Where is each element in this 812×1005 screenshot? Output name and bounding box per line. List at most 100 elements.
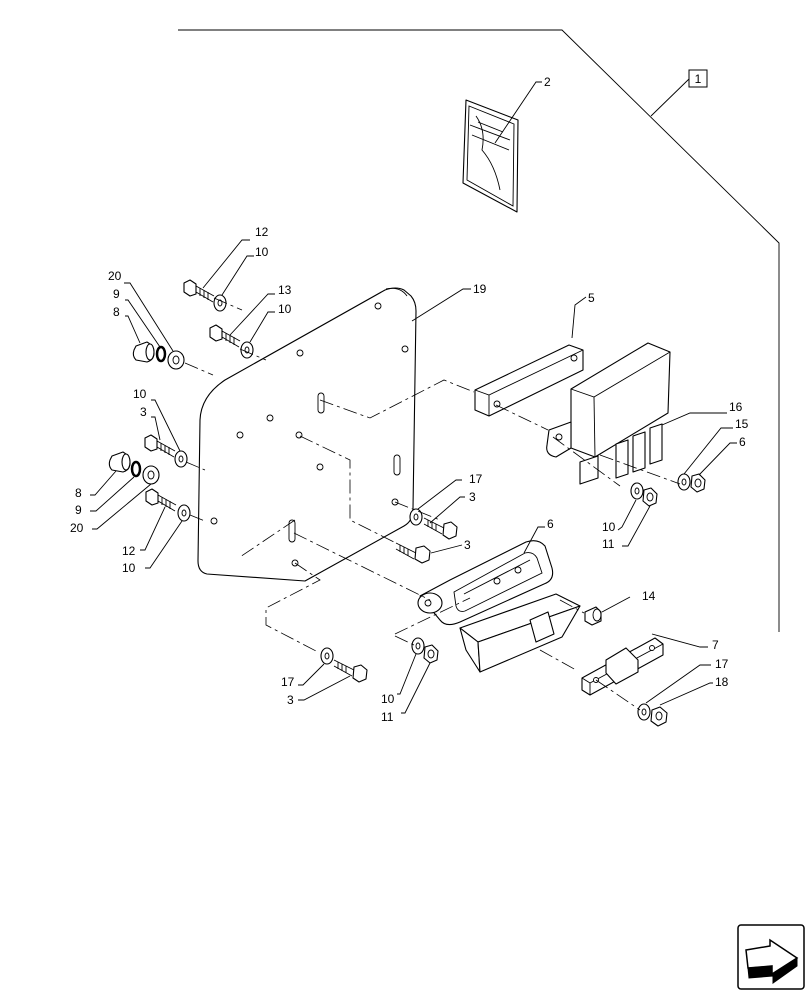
callout-7: 7 [712,638,719,652]
leader-2 [494,81,542,144]
fuse-holder-part [417,540,581,673]
nut-18-right [650,706,668,727]
spacer-20-bottom [142,465,160,485]
o-ring-9-top [155,345,167,363]
callout-10c: 10 [602,520,616,534]
callout-4: 5 [588,291,595,305]
leader-20b [92,483,152,530]
next-page-arrow-icon[interactable] [737,924,805,990]
leader-10t [221,255,254,296]
callout-8b: 8 [75,486,82,500]
assembly-label: 1 [695,72,702,86]
callout-14: 14 [642,589,656,603]
callout-6: 6 [547,517,554,531]
assembly-leader [650,78,690,117]
leader-17b [298,663,325,686]
leader-3c [429,496,465,524]
callout-3c2: 3 [464,538,471,552]
callout-13: 13 [278,283,292,297]
leader-3m [151,416,161,441]
bolt-12-bottom [145,488,177,512]
leader-13 [229,293,275,336]
bolt-3-bottom [333,659,368,683]
callout-2: 2 [544,75,551,89]
bracket-7-part [581,637,664,696]
callout-3m: 3 [140,405,147,419]
washer-16-part [677,473,691,491]
leader-12t [202,239,250,289]
callout-8t: 8 [113,305,120,319]
washer-10-top [213,294,227,312]
leader-6 [523,526,545,554]
washer-10-right [630,482,644,500]
callout-15: 6 [739,435,746,449]
plug-14-part [584,606,602,626]
relay-module-part [546,342,671,485]
nut-11-right [642,487,658,507]
callout-17r: 17 [715,657,729,671]
washer-17-center [409,508,423,526]
callout-10t2: 10 [278,302,292,316]
leader-12b [140,506,166,551]
bolt-3-center [423,517,458,540]
washer-17-right [637,703,651,721]
leader-10bb [397,653,417,695]
callout-11c: 11 [602,537,615,551]
callout-11bb: 11 [381,710,394,724]
washer-10-bottom [177,504,191,522]
leader-10m [151,399,181,452]
leader-7 [651,633,708,648]
leader-3b [298,675,351,701]
leader-8b [90,470,117,496]
callout-10t: 10 [255,245,269,259]
leader-17c [417,479,462,510]
leader-19 [411,288,471,322]
leader-4 [571,296,587,339]
assembly-axes [184,297,681,711]
leader-16 [683,427,733,475]
leader-10b [145,520,183,569]
leader-3c2 [430,544,463,554]
callout-20b: 20 [70,521,84,535]
washer-10-left [174,450,188,468]
washer-17-bottom [320,647,334,665]
leader-11bb [401,662,431,714]
bolt-12-top [183,279,215,303]
leader-10t2 [249,311,275,343]
callout-9t: 9 [113,287,120,301]
leader-9t [125,299,161,348]
nut-15-part [690,473,706,493]
leader-10c [617,499,637,531]
spacer-20-top [167,350,185,370]
bushing-8-top [132,341,155,363]
manual-document-part [462,99,519,213]
leader-9b [90,476,135,512]
leader-17r [645,664,711,704]
callout-19: 19 [473,282,487,296]
callout-10bb: 10 [381,692,395,706]
washer-10-mid [240,341,254,359]
callout-10b: 10 [122,561,136,575]
leader-11c [622,505,651,547]
spacer-block-part [474,344,584,417]
callout-17b: 17 [281,675,295,689]
leader-14 [601,596,631,613]
bolt-3-center-lower [395,542,431,564]
leader-5 [661,412,727,426]
o-ring-9-bottom [130,460,142,478]
washer-10-bottom-center [411,637,425,655]
mounting-plate-part [197,287,417,582]
callout-3c: 3 [469,490,476,504]
callout-17c: 17 [469,472,483,486]
callout-5: 16 [729,400,743,414]
callout-12b: 12 [122,544,136,558]
leader-18 [659,682,713,706]
callout-16: 15 [735,417,749,431]
callout-12t: 12 [255,225,269,239]
assembly-label-box [688,69,708,88]
leader-8t [125,315,141,344]
leader-15 [698,442,737,476]
callout-18: 18 [715,675,729,689]
